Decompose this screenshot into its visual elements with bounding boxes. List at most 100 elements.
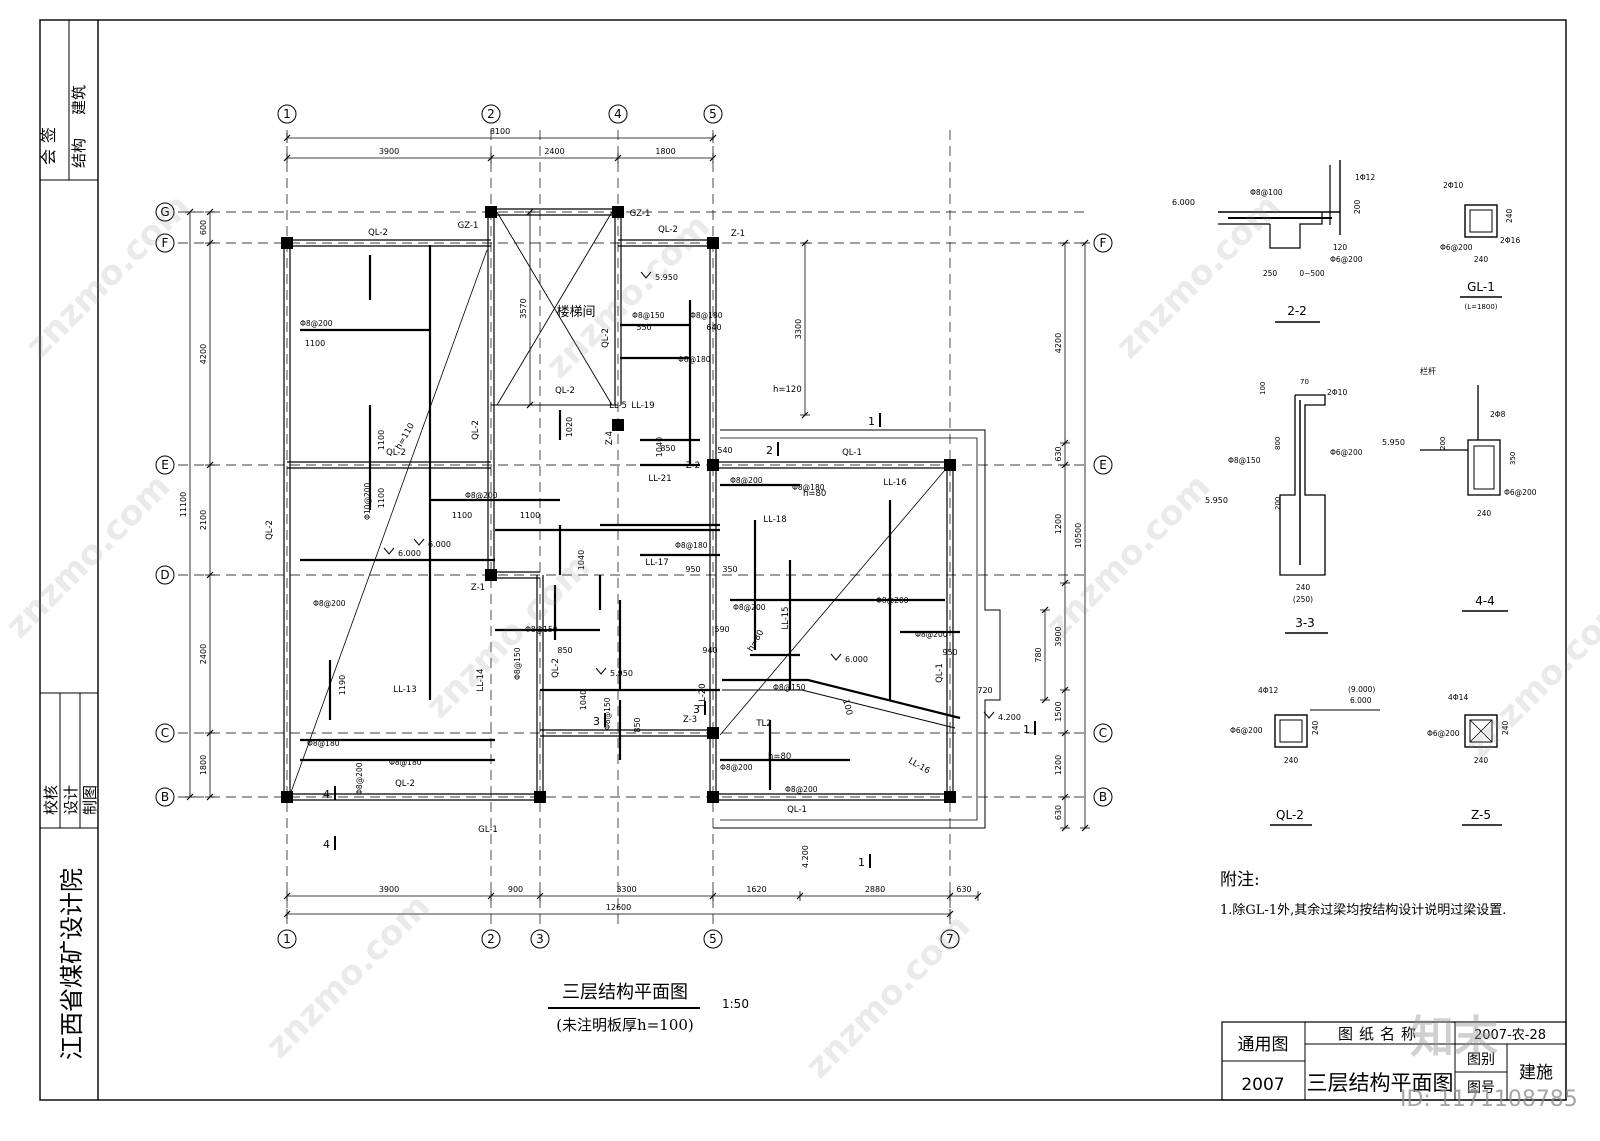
- plan-scale: 1:50: [722, 997, 749, 1011]
- approval-design: 设计: [62, 785, 80, 815]
- rebar-bars: [300, 245, 960, 790]
- right-dim-parts-text: 4200: [1054, 333, 1063, 353]
- axis-bubble-top-5-circle: [703, 104, 723, 124]
- beam-label-25: LL-15: [781, 606, 791, 629]
- bottom-dim-total-slash: [946, 910, 954, 918]
- ql2-name: QL-2: [1276, 808, 1304, 822]
- right-dim-parts-slash: [1061, 579, 1069, 587]
- bar-length-20: 720: [977, 686, 992, 695]
- bar-length-21: 1100: [377, 430, 386, 450]
- bar-length-14: 590: [714, 625, 729, 634]
- level-marker-3: [830, 653, 842, 661]
- bar-length-13: 1040: [579, 690, 588, 710]
- beam-label-20: Z-1: [471, 583, 485, 593]
- bottom-dim-parts-slash: [709, 892, 717, 900]
- top-dim-parts-text: 2400: [544, 147, 564, 156]
- s22-beam-outline: [1269, 212, 1323, 249]
- bar-length-10: 1040: [577, 550, 586, 570]
- right-dim-parts-slash: [1061, 239, 1069, 247]
- notes-line-1: 1.除GL-1外,其余过梁均按结构设计说明过梁设置.: [1220, 902, 1506, 918]
- beam-label-32: GL-1: [478, 825, 498, 835]
- axis-bubble-top-2-label: 2: [487, 107, 495, 121]
- right-dim-parts-slash: [1061, 824, 1069, 832]
- watermark-site-1: znzmo.com: [18, 186, 198, 366]
- top-dim-parts-text: 1800: [655, 147, 675, 156]
- top-dim-total-text: 8100: [490, 127, 510, 136]
- axis-bubble-right-B: B: [1093, 787, 1113, 807]
- stair-dim-slash: [526, 401, 534, 409]
- axis-bubble-left-G-circle: [155, 202, 175, 222]
- z5-dim-h: 240: [1501, 720, 1510, 735]
- section-mark-5: 1: [1023, 723, 1030, 736]
- beam-label-31: QL-1: [787, 805, 807, 815]
- rebar-callout-16: Φ8@180: [307, 739, 340, 748]
- left-dim-parts-slash: [206, 571, 214, 579]
- beam-label-27: LL-20: [698, 683, 708, 706]
- axis-bubble-right-E-circle: [1093, 455, 1113, 475]
- right-dim-total: 10500: [1074, 239, 1090, 832]
- right-dim-parts-slash: [1061, 686, 1069, 694]
- title-category-label: 图别: [1467, 1052, 1495, 1068]
- axis-bubble-bottom-3-circle: [530, 929, 550, 949]
- level-2: 5.950: [655, 273, 678, 282]
- bottom-dim-parts-slash: [974, 892, 982, 900]
- axis-bubble-bottom-1: 1: [277, 929, 297, 949]
- s22-dim-4: 120: [1333, 243, 1348, 252]
- level-marker-4: [595, 667, 607, 675]
- plan-title-block: 三层结构平面图 1:50 (未注明板厚h=100): [548, 982, 749, 1034]
- axis-bubble-bottom-3-label: 3: [536, 932, 544, 946]
- s44-dim-350: 350: [1509, 452, 1517, 465]
- axis-bubble-left-F: F: [155, 233, 175, 253]
- z5-name: Z-5: [1471, 808, 1491, 822]
- section-mark-7: 4: [323, 838, 330, 851]
- left-dim-parts-text: 600: [199, 220, 208, 235]
- bar-length-12: 350: [722, 565, 737, 574]
- axis-bubble-bottom-7: 7: [940, 929, 960, 949]
- s44-dim-240: 240: [1477, 509, 1492, 518]
- z5-diag-2: [1469, 719, 1493, 743]
- beam-label-13: Z-4: [605, 431, 615, 445]
- rebar-callout-7: Φ8@200: [465, 491, 498, 500]
- left-dim-total-text: 11100: [179, 492, 188, 517]
- gl1-dim-h: 240: [1505, 208, 1514, 223]
- gl1-dim-w: 240: [1474, 255, 1489, 264]
- bottom-dim-parts-text: 630: [956, 885, 971, 894]
- right-dim-parts-slash: [1061, 439, 1069, 447]
- axis-bubble-left-G-label: G: [160, 205, 169, 219]
- right-dim-total-text: 10500: [1074, 523, 1083, 548]
- z5-stirrup: [1469, 719, 1493, 743]
- watermark-site-8: znzmo.com: [798, 906, 978, 1086]
- rebar-callout-21: Φ8@200: [785, 785, 818, 794]
- beam-label-4: QL-2: [658, 225, 678, 235]
- rebar-callout-3: Φ8@180: [690, 311, 723, 320]
- discipline-structure: 结构: [70, 138, 88, 168]
- s33-name: 3-3: [1295, 616, 1315, 630]
- axis-bubble-bottom-7-circle: [940, 929, 960, 949]
- bar-length-5: 1040: [655, 437, 664, 457]
- beam-label-11: LL-5: [609, 401, 627, 411]
- plan-title: 三层结构平面图: [562, 982, 688, 1003]
- title-drawing-name: 三层结构平面图: [1307, 1071, 1454, 1095]
- axis-bubble-right-F: F: [1093, 233, 1113, 253]
- bar-length-11: 950: [685, 565, 700, 574]
- beam-label-12: LL-19: [631, 401, 654, 411]
- rebar-callout-19: Φ8@200: [733, 603, 766, 612]
- axis-bubble-top-2: 2: [481, 104, 501, 124]
- left-dim-parts-text: 2400: [199, 644, 208, 664]
- axis-bubble-left-B-label: B: [161, 790, 169, 804]
- column-6: [281, 791, 293, 803]
- bottom-dim-parts-text: 2880: [865, 885, 885, 894]
- bar-length-15: 940: [702, 646, 717, 655]
- s22-dim-3: 200: [1353, 199, 1362, 214]
- bay-diagonal-beam-inner: [722, 689, 956, 729]
- axis-bubble-left-C-label: C: [161, 726, 169, 740]
- level-marker-1: [383, 547, 395, 555]
- s33-dim-240: 240: [1296, 583, 1311, 592]
